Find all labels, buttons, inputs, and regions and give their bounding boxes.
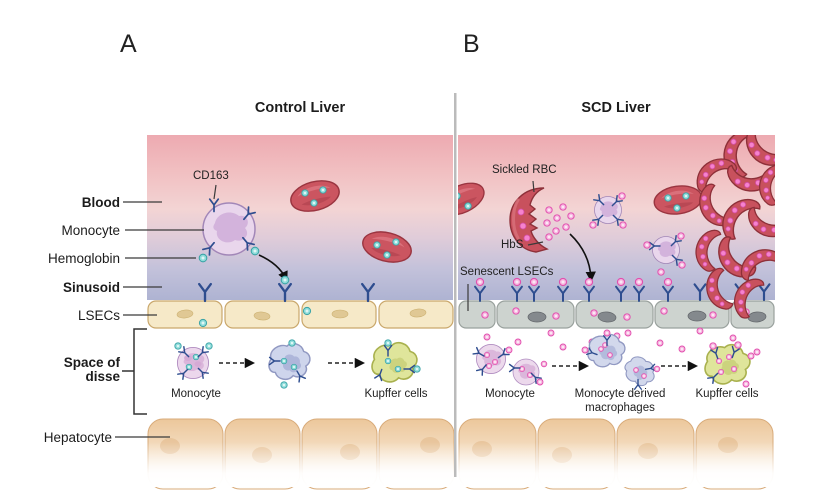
layer-label-hepatocyte: Hepatocyte [43, 430, 112, 445]
cd163-pointer-line [213, 184, 217, 200]
panel-a-blood-sinusoid [147, 135, 453, 300]
hbs-label: HbS [501, 239, 524, 251]
macrophages-label-line1: Monocyte derived [574, 388, 666, 400]
lsec-row-a [147, 275, 454, 329]
kupffer-label-b: Kupffer cells [695, 388, 759, 400]
panel-a-letter: A [120, 30, 137, 58]
sickled-rbc-pointer-line [532, 180, 535, 193]
kupffer-cell-b [704, 341, 755, 388]
leader-lines [115, 201, 204, 438]
monocyte-disse-a [174, 342, 213, 380]
senescent-lsec-row-b [458, 278, 775, 329]
space-of-disse-line1: Space of [63, 355, 120, 370]
sickled-rbc-bursting [509, 187, 549, 253]
layer-label-hemoglobin: Hemoglobin [47, 251, 120, 266]
macrophages-label-line2: macrophages [585, 401, 655, 414]
hbs-binding-arrow-b [569, 233, 596, 283]
kupffer-label-a: Kupffer cells [364, 388, 428, 400]
senescent-lsecs-label: Senescent LSECs [460, 266, 554, 278]
macrophages-label-b: Monocyte derived macrophages [575, 388, 666, 415]
kupffer-cell-a [371, 339, 421, 383]
layer-label-blood: Blood [81, 195, 120, 210]
panel-b-letter: B [463, 30, 480, 58]
monocyte-label-a: Monocyte [171, 388, 221, 400]
space-of-disse-line2: disse [85, 368, 120, 384]
panel-divider [454, 93, 457, 477]
monocyte-disse-b1 [472, 344, 513, 376]
monocyte-label-b: Monocyte [485, 388, 535, 400]
monocyte-disse-b2 [508, 358, 548, 386]
cd163-label: CD163 [193, 170, 229, 182]
layer-label-monocyte: Monocyte [61, 223, 120, 238]
sickled-rbc-label: Sickled RBC [492, 164, 557, 176]
layer-label-sinusoid: Sinusoid [63, 280, 120, 295]
space-of-disse-bracket [122, 328, 147, 415]
macrophage-disse-b2 [619, 350, 661, 392]
panel-a-title: Control Liver [254, 100, 346, 116]
macrophage-disse-a [268, 339, 311, 389]
hepatocyte-fade [100, 442, 800, 487]
panel-b-title: SCD Liver [581, 100, 651, 116]
layer-label-space-of-disse: Space of disse [0, 356, 120, 383]
layer-label-lsecs: LSECs [77, 308, 120, 323]
hbs-pointer-line [527, 241, 544, 246]
